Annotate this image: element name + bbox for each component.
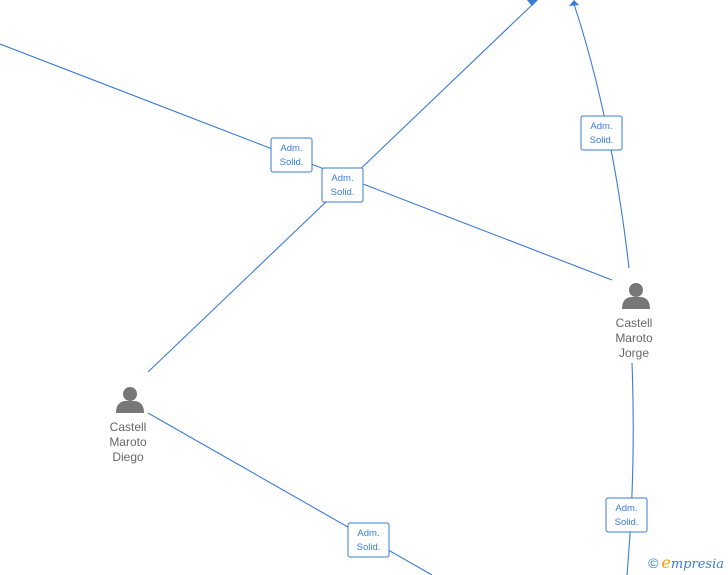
edge-label-line1: Adm. xyxy=(590,121,612,132)
edge-line xyxy=(626,362,634,575)
edge-label[interactable]: Adm. Solid. xyxy=(605,497,648,533)
edge-label[interactable]: Adm. Solid. xyxy=(347,522,390,558)
person-name-line: Castell xyxy=(110,420,147,434)
person-node-diego[interactable]: Castell Maroto Diego xyxy=(109,387,147,464)
edge-label-line1: Adm. xyxy=(357,528,379,539)
copyright-icon: © xyxy=(648,555,659,571)
person-node-jorge[interactable]: Castell Maroto Jorge xyxy=(615,283,653,360)
edge-label-line1: Adm. xyxy=(280,143,302,154)
person-name-line: Castell xyxy=(616,316,653,330)
person-icon xyxy=(622,283,650,309)
edge-label-line1: Adm. xyxy=(615,503,637,514)
person-name-line: Diego xyxy=(112,450,144,464)
edge-label-line2: Solid. xyxy=(280,157,304,168)
person-name-line: Maroto xyxy=(615,331,653,345)
edge-label-line1: Adm. xyxy=(331,173,353,184)
arrowhead-icon xyxy=(569,0,579,6)
edge-label-line2: Solid. xyxy=(590,135,614,146)
edge-label[interactable]: Adm. Solid. xyxy=(270,137,313,173)
edge-label[interactable]: Adm. Solid. xyxy=(321,167,364,203)
edge-label[interactable]: Adm. Solid. xyxy=(580,115,623,151)
empresia-watermark: © empresia xyxy=(648,553,724,572)
person-name-line: Jorge xyxy=(619,346,649,360)
edge-label-line2: Solid. xyxy=(331,187,355,198)
edge-label-line2: Solid. xyxy=(357,542,381,553)
arrowhead-icon xyxy=(527,0,538,6)
person-name-line: Maroto xyxy=(109,435,147,449)
brand-logo: empresia xyxy=(661,553,724,572)
person-icon xyxy=(116,387,144,413)
edge-label-line2: Solid. xyxy=(615,517,639,528)
